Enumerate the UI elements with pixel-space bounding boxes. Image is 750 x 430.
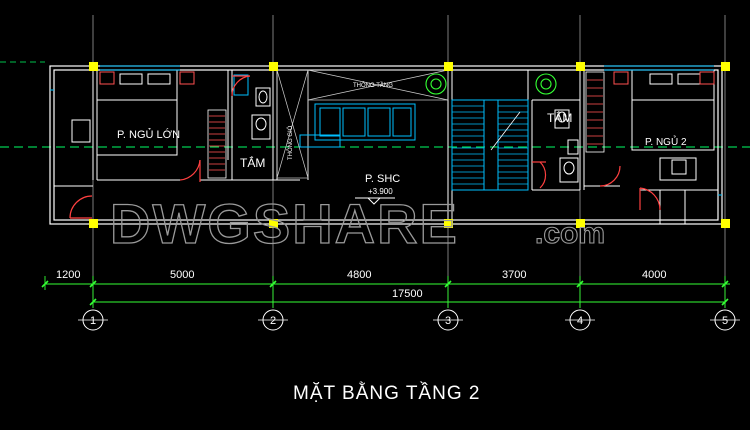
level-mark-symbol (355, 197, 395, 205)
axis-bubbles (82, 309, 736, 331)
drawing-title: MẶT BẰNG TẦNG 2 (293, 382, 480, 404)
room-label-bathroom-2: TẮM (547, 110, 572, 125)
desk-chair (659, 157, 697, 181)
room-label-bathroom-1: TẮM (240, 155, 265, 170)
watermark-text: DWGSHARE (110, 192, 459, 255)
wardrobe-second (585, 71, 605, 153)
dim-segment-2: 5000 (170, 269, 194, 281)
bathroom-2-fixtures (554, 109, 579, 183)
axis-grid-lines (92, 15, 726, 308)
windows (50, 65, 722, 196)
plant-icons (425, 73, 557, 95)
dim-segment-3: 4800 (347, 269, 371, 281)
level-mark: +3.900 (368, 187, 393, 196)
axis-label-3: 3 (445, 315, 451, 327)
dimension-ticks (41, 280, 729, 306)
dim-segment-4: 3700 (502, 269, 526, 281)
axis-label-1: 1 (90, 315, 96, 327)
room-label-common-room: P. SHC (365, 173, 400, 185)
watermark-suffix: .com (535, 217, 605, 250)
axis-label-5: 5 (722, 315, 728, 327)
room-label-second-bedroom: P. NGỦ 2 (645, 135, 687, 148)
bathroom-1-fixtures (233, 74, 271, 140)
dim-total: 17500 (392, 288, 423, 300)
wardrobe-master (207, 109, 227, 179)
stair-well (451, 99, 529, 191)
columns (89, 62, 730, 228)
sofa (299, 103, 416, 148)
dim-segment-5: 4000 (642, 269, 666, 281)
vent-shaft-label: THÔNG GIÓ (287, 125, 294, 160)
light-well-label: THÔNG TẦNG (353, 82, 393, 89)
axis-label-4: 4 (577, 315, 583, 327)
doors (69, 75, 661, 219)
room-label-master-bedroom: P. NGỦ LỚN (117, 128, 180, 141)
dim-segment-1: 1200 (56, 269, 80, 281)
side-cabinet (71, 119, 91, 143)
axis-label-2: 2 (270, 315, 276, 327)
master-bed (96, 69, 195, 156)
vent-shaft (276, 69, 309, 179)
dimension-lines (44, 276, 730, 308)
